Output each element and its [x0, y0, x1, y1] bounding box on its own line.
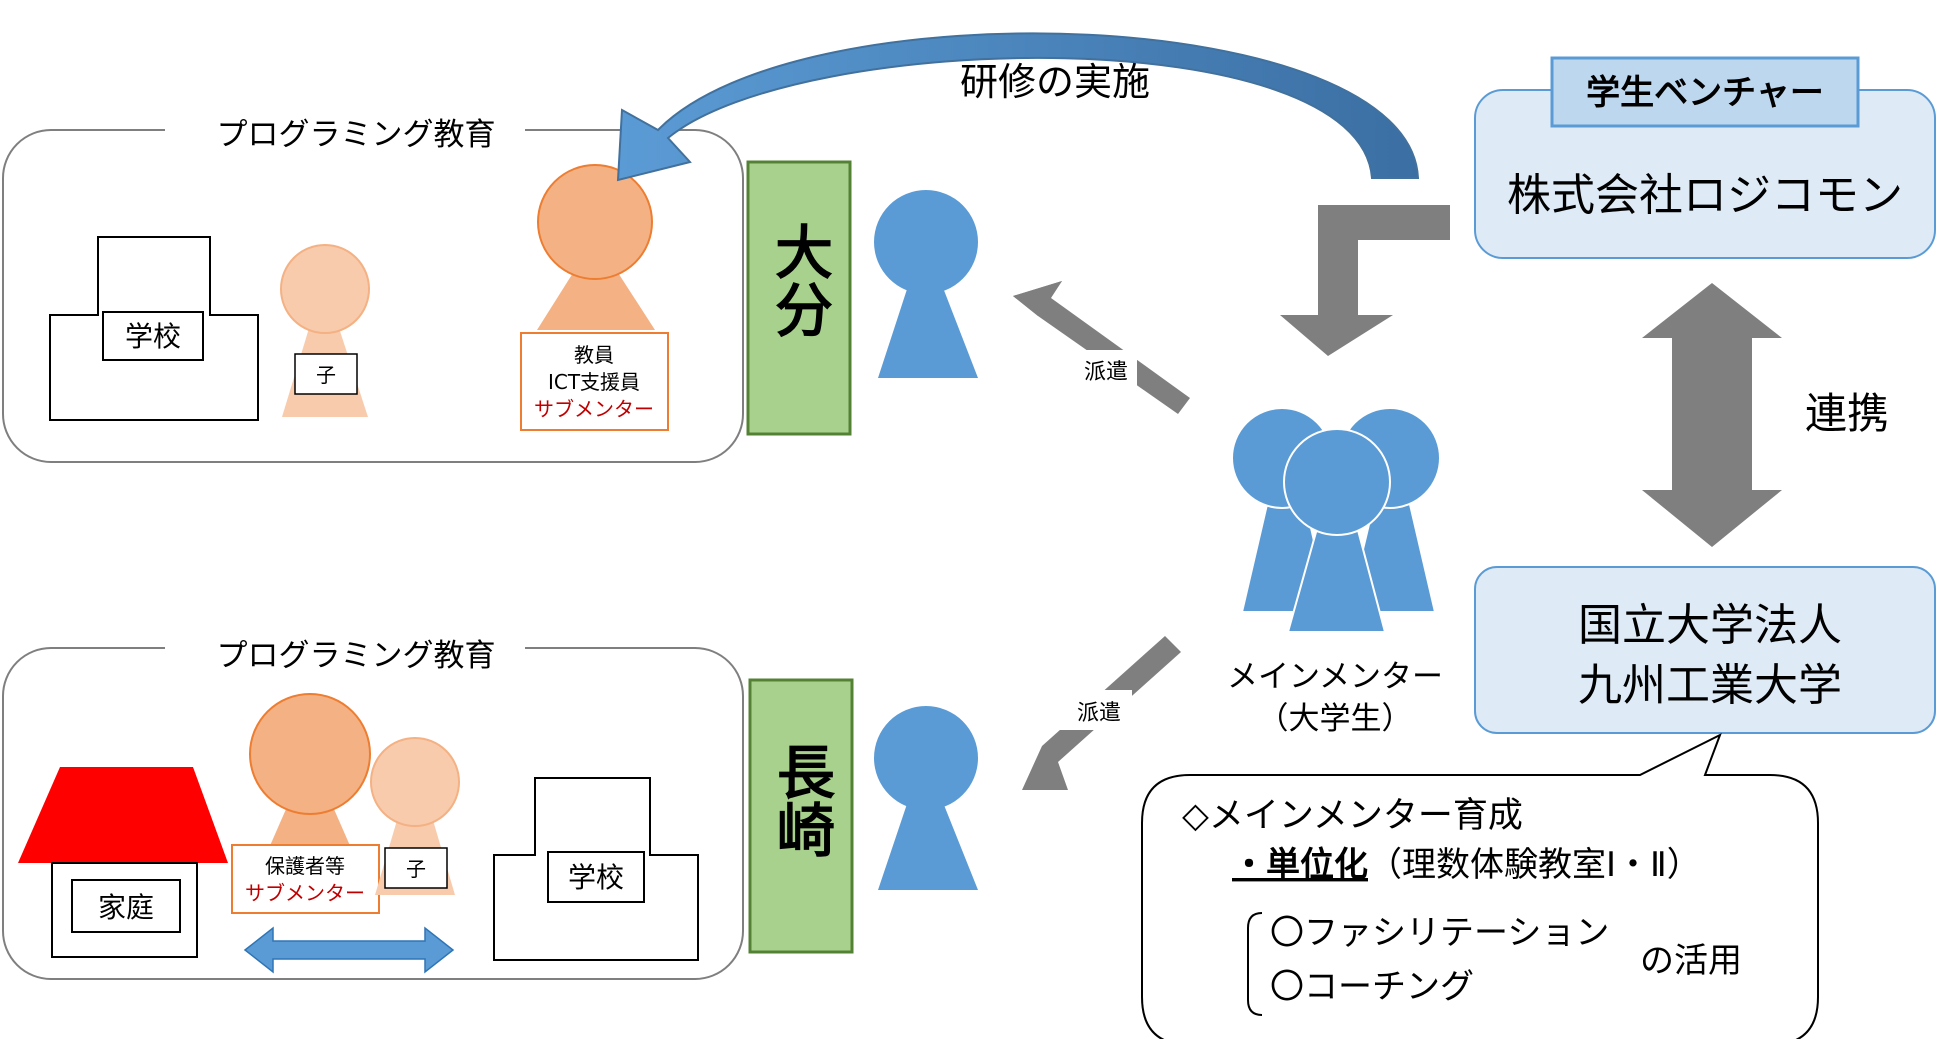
bottom-panel: プログラミング教育 家庭 保護者等 サブメンター 子 学校: [2, 632, 744, 980]
guardian-head: [249, 693, 371, 815]
bottom-panel-title-bg: [165, 632, 525, 668]
dispatch-top-label: 派遣: [1084, 360, 1128, 385]
callout-item: ・単位化（理数体験教室Ⅰ・Ⅱ）: [1232, 845, 1701, 885]
bottom-panel-title: プログラミング教育: [217, 638, 496, 674]
bottom-school-sign: [547, 851, 645, 903]
top-child-label: 子: [316, 363, 336, 387]
nagasaki-mentor-body: [878, 795, 978, 890]
callout-bubble: [1141, 732, 1819, 1039]
guardian-label-2: サブメンター: [245, 881, 365, 905]
oita-mentor-body: [878, 280, 978, 378]
training-curved-arrow: [616, 32, 1420, 182]
home-sign: [71, 879, 181, 933]
main-mentor-center-head: [1283, 428, 1391, 536]
top-panel-title-bg: [165, 112, 525, 148]
guardian-label-1: 保護者等: [265, 854, 345, 878]
venture-tag: 学生ベンチャー: [1586, 73, 1824, 113]
callout-method-suffix: の活用: [1640, 941, 1742, 981]
region-oita-label: 大分: [765, 222, 833, 338]
dispatch-bottom-label-bg: [1060, 690, 1132, 730]
dispatch-arrow-top-head: [1013, 281, 1062, 316]
main-mentor-group: [1231, 407, 1441, 633]
university-line2: 九州工業大学: [1578, 660, 1842, 711]
bottom-school-label: 学校: [568, 861, 624, 894]
cooperation-double-arrow: [1642, 283, 1782, 547]
top-school-label: 学校: [125, 320, 181, 353]
main-mentor-label-1: メインメンター: [1227, 659, 1443, 695]
university-line1: 国立大学法人: [1578, 600, 1842, 651]
dispatch-bottom-label: 派遣: [1077, 701, 1121, 726]
top-teacher-label-3: サブメンター: [534, 397, 654, 421]
venture-tag-box: [1550, 56, 1860, 128]
oita-mentor-head: [874, 190, 978, 294]
top-teacher-head: [537, 164, 653, 280]
guardian-sign: [231, 844, 380, 914]
top-teacher-body: [537, 265, 655, 330]
top-panel: プログラミング教育 学校 子 教員 ICT支援員 サブメンター: [2, 112, 744, 463]
region-nagasaki-box: [748, 678, 854, 954]
home-roof: [18, 767, 228, 863]
nagasaki-mentor-head: [874, 706, 978, 810]
cooperation-label: 連携: [1805, 389, 1889, 438]
university-box: [1474, 566, 1936, 734]
callout-bracket: [1247, 912, 1263, 1016]
region-oita-box: [746, 160, 852, 436]
top-teacher-label-1: 教員: [574, 343, 614, 367]
top-teacher-sign: [520, 332, 669, 431]
dispatch-arrow-top-shaft: [1013, 281, 1190, 414]
top-teacher-label-2: ICT支援員: [548, 370, 640, 394]
region-nagasaki-label: 長崎: [767, 742, 835, 858]
main-mentor-label-2: （大学生）: [1258, 701, 1413, 737]
bottom-child-sign: [384, 847, 448, 889]
interaction-double-arrow: [243, 926, 455, 974]
callout-item-rest: （理数体験教室Ⅰ・Ⅱ）: [1368, 845, 1701, 885]
callout-item-bold: ・単位化: [1232, 845, 1368, 885]
top-panel-title: プログラミング教育: [217, 117, 496, 153]
bottom-child-label: 子: [406, 857, 426, 881]
top-school-sign: [102, 311, 204, 361]
top-child-head: [280, 244, 370, 334]
bottom-child-head: [370, 737, 460, 827]
callout-heading: ◇メインメンター育成: [1182, 796, 1523, 836]
callout-method2: 〇コーチング: [1270, 967, 1474, 1007]
training-label: 研修の実施: [960, 60, 1150, 104]
callout-method1: 〇ファシリテーション: [1270, 913, 1609, 953]
venture-to-mentor-arrow: [1280, 205, 1450, 356]
top-child-sign: [294, 353, 358, 395]
venture-name: 株式会社ロジコモン: [1507, 170, 1903, 221]
dispatch-top-label-bg: [1065, 350, 1137, 390]
home-label: 家庭: [98, 891, 154, 924]
